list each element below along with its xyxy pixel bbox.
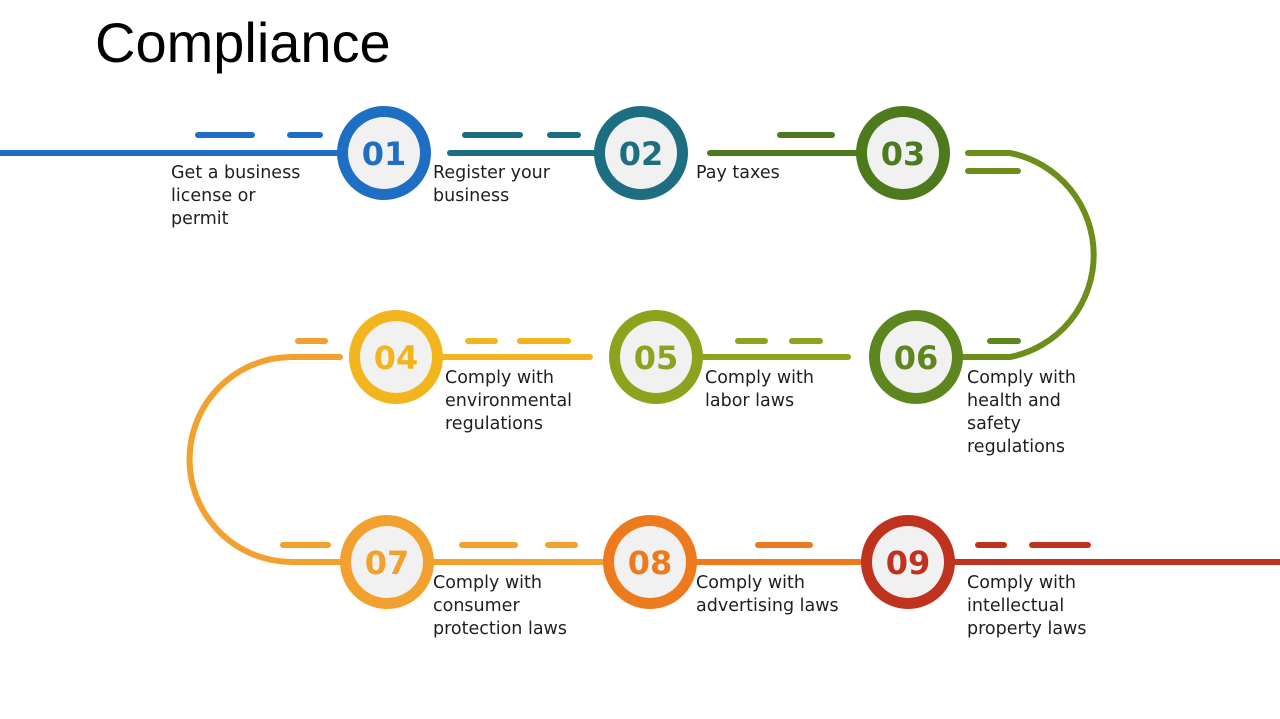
step-09-number: 09	[886, 544, 931, 582]
step-08-disc	[614, 526, 686, 598]
step-03-label: Pay taxes	[696, 163, 780, 183]
step-09: 09	[861, 515, 955, 609]
step-03: 03	[856, 106, 950, 200]
step-06: 06	[869, 310, 963, 404]
step-04-disc	[360, 321, 432, 393]
step-08: 08	[603, 515, 697, 609]
step-07-disc	[351, 526, 423, 598]
step-01-disc	[348, 117, 420, 189]
step-03-number: 03	[881, 135, 926, 173]
step-07: 07	[340, 515, 434, 609]
connector-03-06-curve	[957, 150, 1097, 360]
step-08-number: 08	[628, 544, 673, 582]
step-06-number: 06	[894, 339, 939, 377]
step-04: 04	[349, 310, 443, 404]
step-08-label: Comply with advertising laws	[696, 573, 839, 616]
step-06-disc	[880, 321, 952, 393]
step-03-disc	[867, 117, 939, 189]
step-07-number: 07	[365, 544, 410, 582]
step-07-label: Comply with consumer protection laws	[433, 573, 567, 639]
step-05-number: 05	[634, 339, 679, 377]
page-title: Compliance	[95, 11, 391, 74]
step-05-disc	[620, 321, 692, 393]
step-05: 05	[609, 310, 703, 404]
connector-04-07-curve	[186, 354, 343, 565]
step-01-number: 01	[362, 135, 407, 173]
step-04-label: Comply with environmental regulations	[445, 368, 573, 434]
step-01-label: Get a business license or permit	[171, 163, 301, 229]
step-01: 01	[337, 106, 431, 200]
step-09-label: Comply with intellectual property laws	[967, 573, 1087, 639]
step-05-label: Comply with labor laws	[705, 368, 814, 411]
step-02-number: 02	[619, 135, 664, 173]
step-02-label: Register your business	[433, 163, 550, 206]
step-02: 02	[594, 106, 688, 200]
step-06-label: Comply with health and safety regulation…	[967, 368, 1076, 457]
connectors	[0, 132, 1280, 565]
step-09-disc	[872, 526, 944, 598]
step-02-disc	[605, 117, 677, 189]
step-04-number: 04	[374, 339, 419, 377]
